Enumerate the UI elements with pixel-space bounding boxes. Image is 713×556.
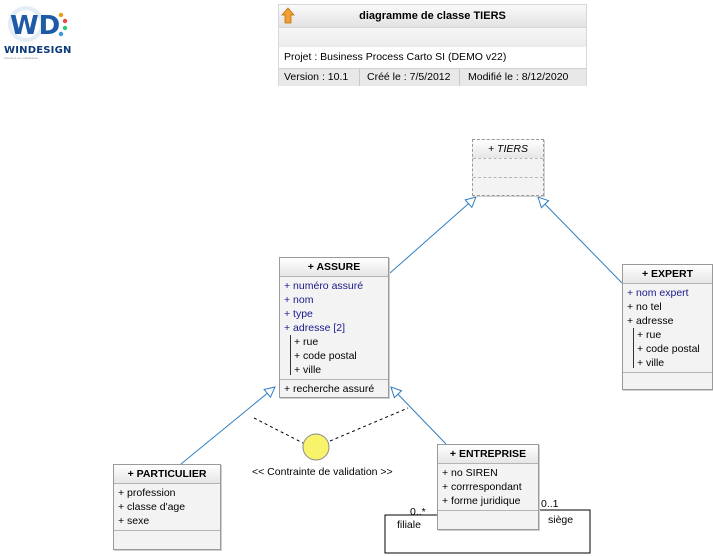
class-entreprise[interactable]: + ENTREPRISE + no SIREN + corrrespondant… bbox=[437, 444, 539, 530]
attribute: + profession bbox=[118, 487, 176, 499]
attribute: + numéro assuré bbox=[284, 280, 364, 292]
attribute: + no tel bbox=[627, 301, 662, 313]
class-expert[interactable]: + EXPERT + nom expert + no tel + adresse… bbox=[622, 264, 713, 390]
sub-attribute: + code postal bbox=[294, 350, 357, 362]
attribute: + nom bbox=[284, 294, 314, 306]
reflexive-association[interactable] bbox=[384, 509, 591, 554]
attribute: + corrrespondant bbox=[442, 481, 522, 493]
class-title: + ASSURE bbox=[280, 258, 388, 277]
sub-attribute: + code postal bbox=[637, 343, 700, 355]
created-label: Créé le : 7/5/2012 bbox=[367, 71, 451, 83]
class-title: + ENTREPRISE bbox=[438, 445, 538, 464]
role-siege: siège bbox=[548, 514, 574, 526]
class-particulier[interactable]: + PARTICULIER + profession + classe d'ag… bbox=[113, 464, 221, 550]
logo-wordmark: WINDESIGN bbox=[4, 45, 72, 56]
class-attributes-section: + numéro assuré + nom + type + adresse [… bbox=[280, 277, 388, 380]
constraint-label: << Contrainte de validation >> bbox=[252, 466, 393, 478]
class-title: + PARTICULIER bbox=[114, 465, 220, 484]
class-title: + EXPERT bbox=[623, 265, 712, 284]
attribute: + nom expert bbox=[627, 287, 689, 299]
attribute: + forme juridique bbox=[442, 495, 521, 507]
attribute: + classe d'age bbox=[118, 501, 186, 513]
multiplicity-left: 0..* bbox=[410, 506, 426, 518]
logo-mark-text: WD bbox=[10, 11, 60, 41]
attribute: + no SIREN bbox=[442, 467, 498, 479]
sub-attribute: + ville bbox=[294, 364, 322, 376]
generalization-entreprise-assure[interactable] bbox=[391, 387, 447, 445]
attribute: + sexe bbox=[118, 515, 150, 527]
sub-attribute: + rue bbox=[637, 329, 662, 341]
multiplicity-right: 0..1 bbox=[541, 498, 559, 510]
class-methods-section bbox=[114, 531, 220, 547]
generalization-expert-tiers[interactable] bbox=[538, 197, 623, 284]
header-spacer bbox=[279, 28, 586, 47]
project-label: Projet : Business Process Carto SI (DEMO… bbox=[284, 51, 507, 63]
modified-label: Modifié le : 8/12/2020 bbox=[468, 71, 569, 83]
diagram-title-bar: diagramme de classe TIERS bbox=[279, 5, 586, 28]
class-methods-section bbox=[623, 373, 712, 387]
class-methods-section bbox=[438, 511, 538, 527]
attribute-composite: + adresse [2] bbox=[284, 322, 345, 334]
constraint-link-left bbox=[253, 417, 304, 444]
attribute-composite: + adresse bbox=[627, 315, 674, 327]
class-attributes-section: + no SIREN + corrrespondant + forme juri… bbox=[438, 464, 538, 511]
constraint-node[interactable] bbox=[302, 433, 330, 461]
sub-attribute: + ville bbox=[637, 357, 665, 369]
class-title: + TIERS bbox=[473, 140, 543, 159]
sub-attributes: + rue + code postal + ville bbox=[627, 328, 708, 370]
generalization-assure-tiers[interactable] bbox=[389, 197, 476, 274]
class-attributes-section: + nom expert + no tel + adresse + rue + … bbox=[623, 284, 712, 373]
logo-mark-icon: WD bbox=[8, 6, 68, 42]
class-assure[interactable]: + ASSURE + numéro assuré + nom + type + … bbox=[279, 257, 389, 398]
sub-attributes: + rue + code postal + ville bbox=[284, 335, 384, 377]
class-tiers[interactable]: + TIERS bbox=[472, 139, 544, 196]
version-label: Version : 10.1 bbox=[284, 71, 349, 83]
logo-tagline: Solutions de modélisation bbox=[4, 56, 39, 60]
class-attributes-section bbox=[473, 159, 543, 178]
diagram-title: diagramme de classe TIERS bbox=[359, 10, 506, 22]
header-meta-row: Version : 10.1 Créé le : 7/5/2012 Modifi… bbox=[279, 68, 586, 86]
constraint-link-right bbox=[329, 407, 409, 442]
windesign-logo: WD WINDESIGN Solutions de modélisation bbox=[4, 5, 72, 61]
class-attributes-section: + profession + classe d'age + sexe bbox=[114, 484, 220, 531]
class-methods-section bbox=[473, 178, 543, 196]
method: + recherche assuré bbox=[284, 383, 375, 395]
sub-attribute: + rue bbox=[294, 336, 319, 348]
generalization-particulier-assure[interactable] bbox=[180, 387, 275, 465]
class-methods-section: + recherche assuré bbox=[280, 380, 388, 398]
attribute: + type bbox=[284, 308, 313, 320]
role-filiale: filiale bbox=[397, 519, 421, 531]
up-arrow-icon[interactable] bbox=[281, 7, 295, 24]
diagram-header: diagramme de classe TIERS Projet : Busin… bbox=[278, 4, 587, 86]
